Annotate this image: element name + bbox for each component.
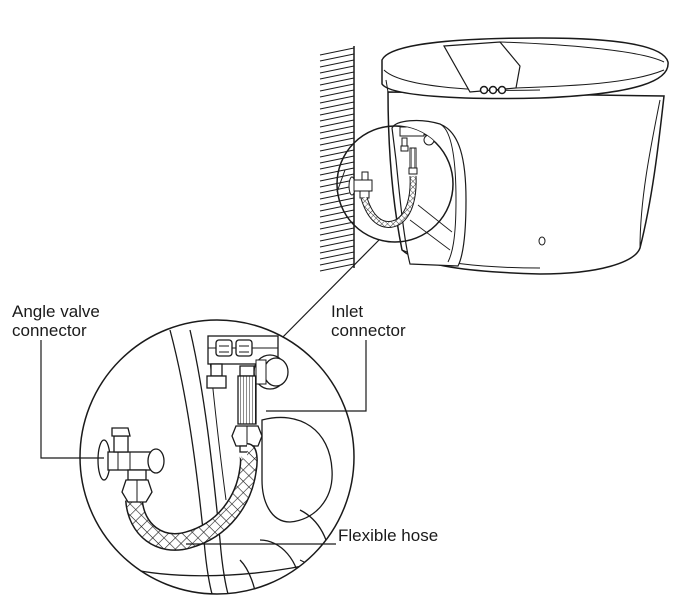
wall-hatch-line bbox=[319, 155, 355, 164]
wall-hatch-line bbox=[319, 161, 355, 170]
flexible-hose-small bbox=[361, 175, 416, 227]
wall-hatch-line bbox=[319, 257, 355, 266]
wall-hatch-line bbox=[319, 137, 355, 146]
wall-hatch-line bbox=[319, 197, 355, 206]
toilet-lid bbox=[381, 37, 669, 100]
wall-hatch-line bbox=[319, 245, 355, 254]
wall-hatch-line bbox=[319, 119, 355, 128]
zoom-leader-line bbox=[270, 239, 380, 350]
wall-hatch-line bbox=[319, 89, 355, 98]
smart-toilet bbox=[381, 37, 669, 275]
wall bbox=[319, 46, 355, 272]
wall-hatch-line bbox=[319, 113, 355, 122]
wall-hatch-line bbox=[319, 101, 355, 110]
wall-hatch-line bbox=[319, 191, 355, 200]
flexible-hose-label: Flexible hose bbox=[338, 526, 438, 545]
label-line: Angle valve bbox=[12, 302, 100, 321]
wall-hatch-line bbox=[319, 143, 355, 152]
toilet-wall-line bbox=[169, 329, 215, 594]
wall-hatch-line bbox=[319, 95, 355, 104]
callout-lines bbox=[40, 340, 367, 545]
wall-hatch-line bbox=[319, 59, 355, 68]
wall-hatch-line bbox=[319, 215, 355, 224]
wall-hatch-line bbox=[319, 125, 355, 134]
angle-valve-connector-label: Angle valve connector bbox=[12, 302, 100, 340]
wall-hatch-line bbox=[319, 203, 355, 212]
control-panel bbox=[443, 41, 521, 93]
threaded-stem bbox=[237, 375, 257, 425]
wall-hatch-line bbox=[319, 53, 355, 62]
button-icon bbox=[488, 85, 498, 95]
wall-hatch-line bbox=[319, 107, 355, 116]
inlet-connector-label: Inlet connector bbox=[331, 302, 406, 340]
wall-hatch-line bbox=[319, 131, 355, 140]
wall-hatch-line bbox=[319, 83, 355, 92]
wall-hatch-line bbox=[319, 71, 355, 80]
indicator-dot bbox=[538, 236, 546, 246]
wall-hatch-line bbox=[319, 47, 355, 56]
wall-hatch-line bbox=[319, 233, 355, 242]
wall-hatch-line bbox=[319, 251, 355, 260]
button-icon bbox=[479, 85, 489, 95]
wall-hatch-line bbox=[319, 239, 355, 248]
leader-angle-valve bbox=[40, 340, 104, 459]
wall-hatching bbox=[319, 47, 355, 272]
label-line: connector bbox=[12, 321, 87, 340]
label-line: Flexible hose bbox=[338, 526, 439, 545]
wall-hatch-line bbox=[319, 167, 355, 176]
detail-circle-small bbox=[270, 125, 454, 350]
flexible-hose bbox=[126, 444, 257, 550]
wall-hatch-line bbox=[319, 65, 355, 74]
wall-hatch-line bbox=[319, 221, 355, 230]
leader-inlet bbox=[266, 340, 367, 412]
angle-valve bbox=[97, 427, 165, 503]
wall-hatch-line bbox=[319, 227, 355, 236]
wall-hatch-line bbox=[319, 149, 355, 158]
wall-hatch-line bbox=[319, 263, 355, 272]
detail-circle-large bbox=[79, 319, 355, 595]
wall-hatch-line bbox=[319, 77, 355, 86]
wall-hatch-line bbox=[319, 209, 355, 218]
tank-shape bbox=[261, 416, 333, 523]
label-line: connector bbox=[331, 321, 406, 340]
label-line: Inlet bbox=[331, 302, 364, 321]
button-icon bbox=[497, 85, 507, 95]
